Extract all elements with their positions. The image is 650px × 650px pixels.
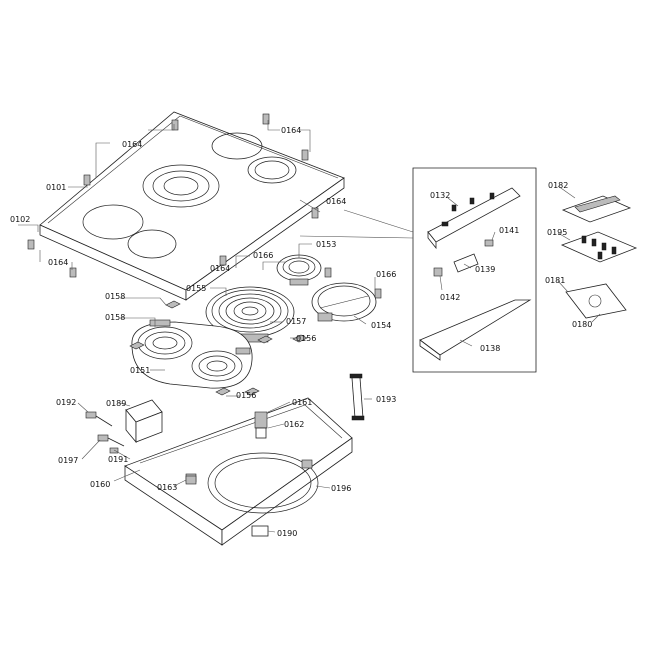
label-0160: 0160 bbox=[90, 480, 110, 489]
label-0164: 0164 bbox=[122, 140, 142, 149]
label-0191: 0191 bbox=[108, 455, 128, 464]
burner-0151 bbox=[131, 319, 253, 389]
bracket-0164-parts bbox=[27, 113, 382, 299]
label-0156: 0156 bbox=[236, 391, 256, 400]
burner-0154 bbox=[311, 282, 377, 322]
label-0166: 0166 bbox=[253, 251, 273, 260]
burner-0155 bbox=[205, 286, 295, 343]
label-0158: 0158 bbox=[105, 292, 125, 301]
label-0190 bbox=[251, 525, 269, 537]
label-0181: 0181 bbox=[545, 276, 565, 285]
label-0164: 0164 bbox=[281, 126, 301, 135]
label-0138: 0138 bbox=[480, 344, 500, 353]
label-0163: 0163 bbox=[157, 483, 177, 492]
label-0142: 0142 bbox=[440, 293, 460, 302]
label-0162: 0162 bbox=[284, 420, 304, 429]
label-0161: 0161 bbox=[292, 398, 312, 407]
label-0141: 0141 bbox=[499, 226, 519, 235]
label-0153: 0153 bbox=[316, 240, 336, 249]
label-0196: 0196 bbox=[331, 484, 351, 493]
label-0164: 0164 bbox=[210, 264, 230, 273]
label-0166: 0166 bbox=[376, 270, 396, 279]
label-0180: 0180 bbox=[572, 320, 592, 329]
control-module-box bbox=[412, 167, 537, 373]
housing-0160 bbox=[124, 397, 353, 546]
burner-0153 bbox=[276, 254, 322, 286]
clip-0163 bbox=[185, 475, 197, 485]
glass-cooktop-0101 bbox=[39, 111, 345, 301]
label-0197: 0197 bbox=[58, 456, 78, 465]
clip-parts bbox=[129, 300, 308, 396]
label-0182: 0182 bbox=[548, 181, 568, 190]
part-0195 bbox=[560, 231, 638, 263]
sensor-0161 bbox=[254, 411, 268, 439]
label-0155: 0155 bbox=[186, 284, 206, 293]
junction-box-0189 bbox=[125, 399, 163, 444]
label-0157: 0157 bbox=[286, 317, 306, 326]
label-0154: 0154 bbox=[371, 321, 391, 330]
label-0164: 0164 bbox=[48, 258, 68, 267]
label-0139: 0139 bbox=[475, 265, 495, 274]
label-0190: 0190 bbox=[277, 529, 297, 538]
label-0195: 0195 bbox=[547, 228, 567, 237]
label-0156: 0156 bbox=[296, 334, 316, 343]
leader-lines bbox=[18, 120, 601, 533]
label-0193: 0193 bbox=[376, 395, 396, 404]
part-0182 bbox=[561, 195, 632, 223]
label-0102: 0102 bbox=[10, 215, 30, 224]
cable-0193 bbox=[349, 373, 365, 421]
label-0132: 0132 bbox=[430, 191, 450, 200]
label-0158: 0158 bbox=[105, 313, 125, 322]
label-0151: 0151 bbox=[130, 366, 150, 375]
label-0192: 0192 bbox=[56, 398, 76, 407]
label-0189: 0189 bbox=[106, 399, 126, 408]
part-labels: 0164 0164 0101 0102 0164 0164 0153 0166 … bbox=[10, 126, 592, 538]
terminals bbox=[85, 411, 125, 454]
part-0181 bbox=[565, 283, 627, 319]
label-0101: 0101 bbox=[46, 183, 66, 192]
label-0164: 0164 bbox=[326, 197, 346, 206]
